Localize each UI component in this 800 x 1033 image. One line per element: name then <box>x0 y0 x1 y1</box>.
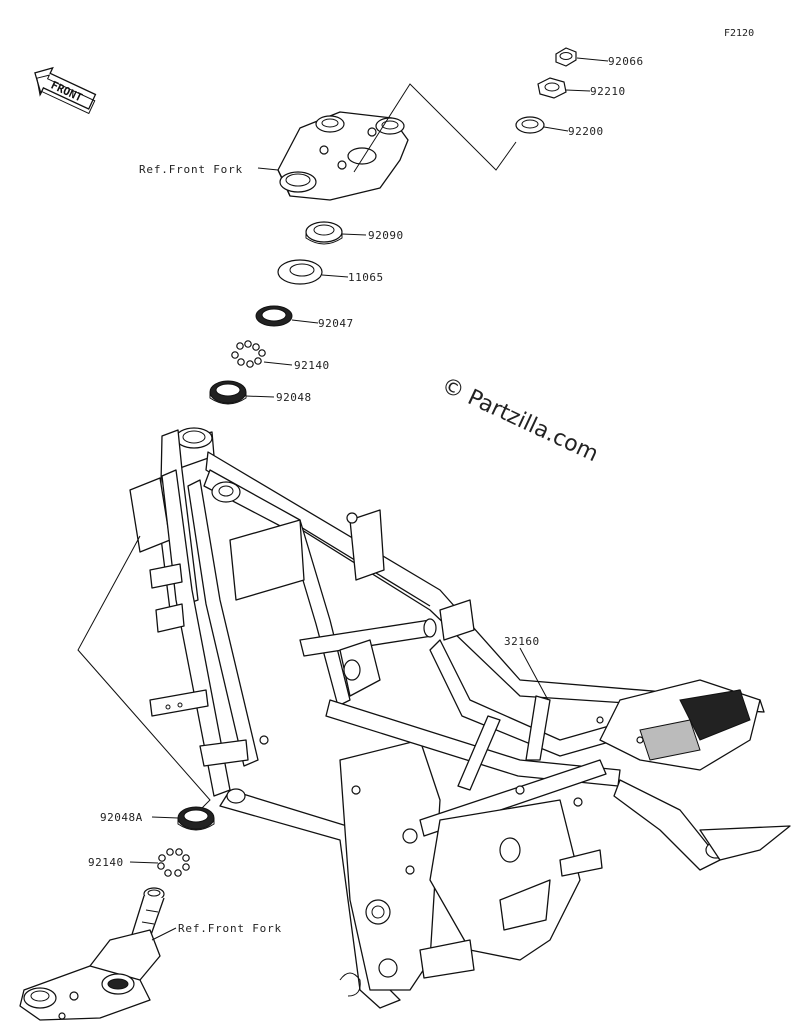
label-92090: 92090 <box>368 229 404 242</box>
balls-92140-icon <box>231 340 266 368</box>
leader-bracket-path <box>353 83 517 173</box>
label-92200: 92200 <box>568 125 604 138</box>
race-92047-icon <box>255 305 293 327</box>
ref-front-fork-bottom: Ref.Front Fork <box>178 922 282 935</box>
front-arrow-icon: FRONT <box>34 66 97 115</box>
leader-92140-upper <box>263 361 293 366</box>
label-92066: 92066 <box>608 55 644 68</box>
leader-92210 <box>565 89 591 92</box>
figure-code: F2120 <box>724 28 754 39</box>
leader-92090 <box>341 233 367 236</box>
upper-fork-bracket <box>277 111 409 201</box>
leader-head-lower <box>77 535 211 811</box>
leader-ref-top <box>257 167 279 171</box>
label-92140-lower: 92140 <box>88 856 124 869</box>
nut-92090-icon <box>305 221 343 245</box>
frame-32160 <box>129 427 791 1009</box>
leader-92048A <box>151 816 179 819</box>
leader-92200 <box>543 126 569 132</box>
label-11065: 11065 <box>348 271 384 284</box>
label-92047: 92047 <box>318 317 354 330</box>
bearing-92048A-icon <box>177 806 215 831</box>
leader-92140-lower <box>129 861 159 864</box>
cap-11065-icon <box>277 259 323 285</box>
leader-92047 <box>291 319 319 324</box>
label-32160: 32160 <box>504 635 540 648</box>
leader-ref-bottom <box>151 927 177 941</box>
nut-92210-icon <box>537 77 567 99</box>
leader-92048 <box>245 395 275 398</box>
label-92140-upper: 92140 <box>294 359 330 372</box>
label-92210: 92210 <box>590 85 626 98</box>
leader-92066 <box>576 57 609 62</box>
ref-front-fork-top: Ref.Front Fork <box>139 163 243 176</box>
leader-11065 <box>321 274 349 278</box>
leader-32160 <box>519 647 549 701</box>
lower-fork-bracket <box>19 887 165 1021</box>
label-92048A: 92048A <box>100 811 143 824</box>
nut-92066-icon <box>555 47 577 67</box>
bearing-92048-icon <box>209 380 247 405</box>
balls-92140-lower-icon <box>157 848 190 877</box>
watermark: © Partzilla.com <box>437 373 601 467</box>
label-92048: 92048 <box>276 391 312 404</box>
washer-92200-icon <box>515 116 545 134</box>
